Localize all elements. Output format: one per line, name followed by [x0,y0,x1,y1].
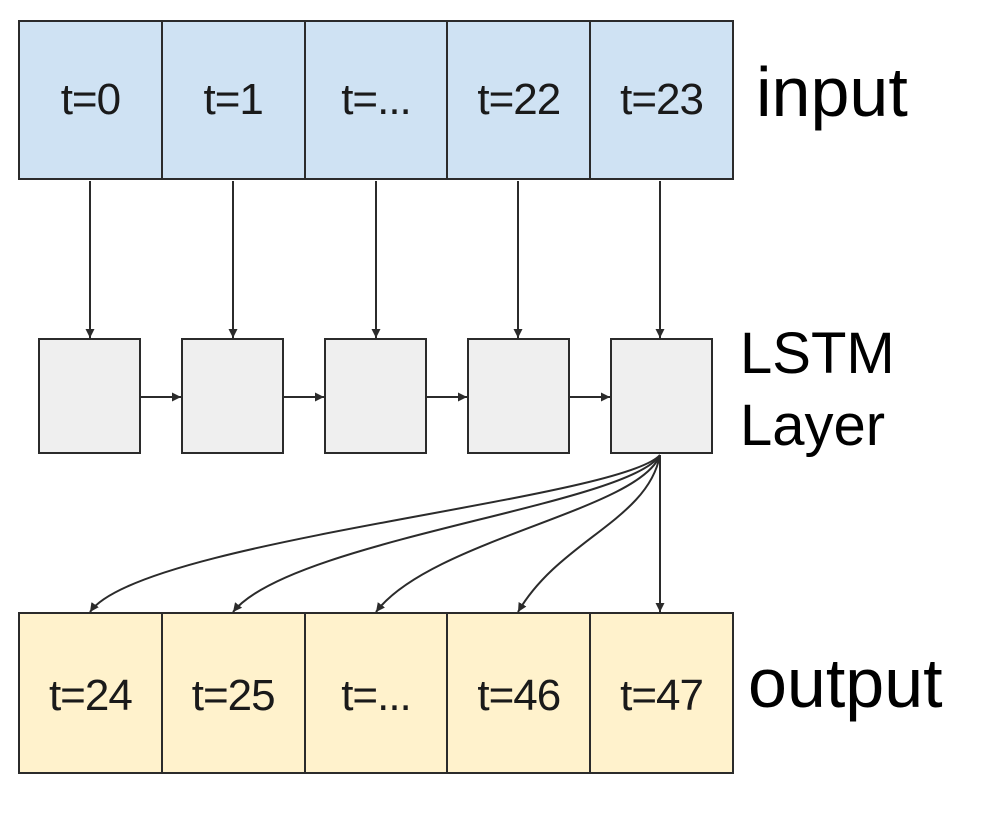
output-cell: t=47 [620,671,704,720]
input-cell: t=1 [163,22,306,178]
input-cell: t=0 [20,22,163,178]
input-cell: t=... [306,22,449,178]
lstm-to-output-arrow [232,454,661,613]
lstm-to-output-arrow [89,454,661,613]
lstm-to-output-arrow [517,454,661,613]
lstm-cell [38,338,141,454]
lstm-cell [324,338,427,454]
output-cell: t=... [306,614,449,772]
lstm-cell [181,338,284,454]
input-label: input [756,53,908,131]
output-label: output [748,644,943,722]
output-row: t=24 t=25 t=... t=46 t=47 [18,612,734,774]
output-cell: t=25 [163,614,306,772]
input-row: t=0 t=1 t=... t=22 t=23 [18,20,734,180]
input-cell: t=22 [448,22,592,178]
input-cell: t=23 [620,75,704,124]
lstm-cell [610,338,713,454]
lstm-to-output-arrow [375,454,661,613]
output-cell: t=24 [20,614,163,772]
output-cell: t=46 [448,614,592,772]
lstm-layer-label: LSTM Layer [740,321,895,458]
lstm-cell [467,338,570,454]
